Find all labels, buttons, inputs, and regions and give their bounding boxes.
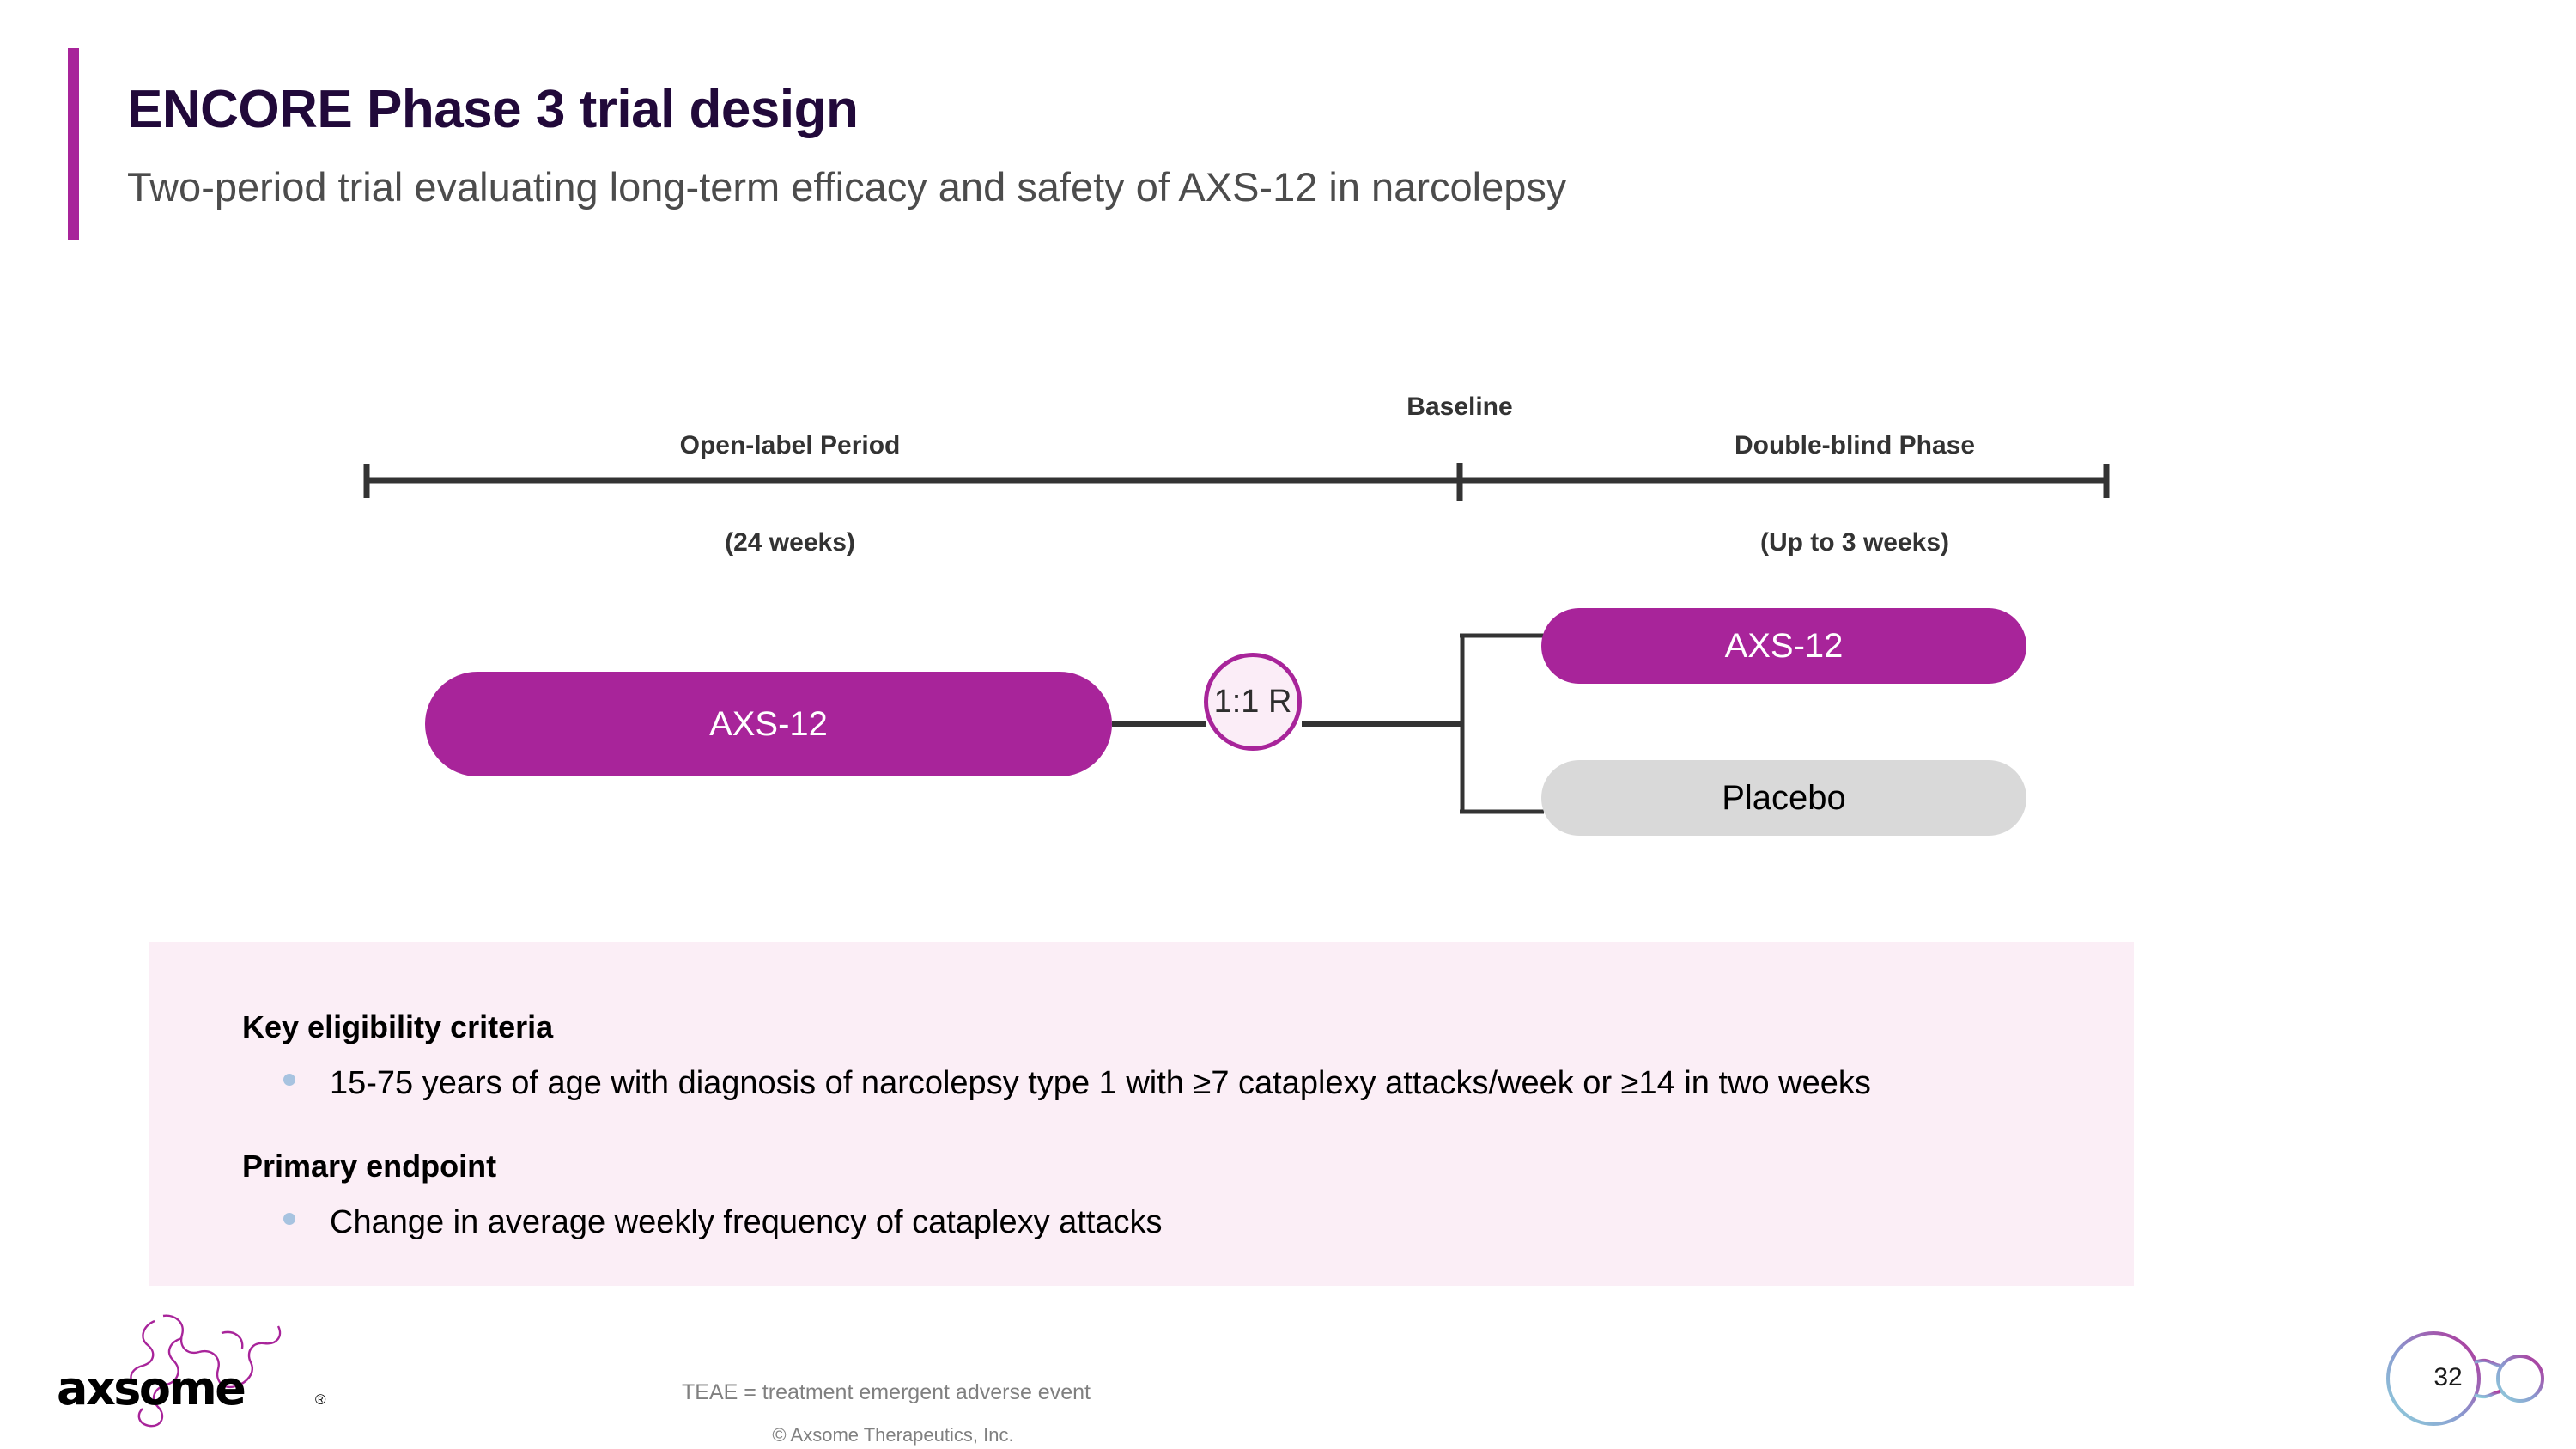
timeline-label-baseline: Baseline xyxy=(1406,393,1513,421)
double-blind-phase-duration: (Up to 3 weeks) xyxy=(1759,527,1950,557)
axsome-logo-wordmark: axsome xyxy=(57,1361,246,1416)
key-info-box xyxy=(149,942,2134,1286)
page-title: ENCORE Phase 3 trial design xyxy=(127,80,859,139)
double-blind-phase-name: Double-blind Phase xyxy=(1734,431,1976,460)
abbreviation-note: TEAE = treatment emergent adverse event xyxy=(682,1380,1091,1404)
key-eligibility-bullet: 15-75 years of age with diagnosis of nar… xyxy=(283,1065,1871,1102)
page-number-badge xyxy=(2386,1331,2544,1426)
open-label-period-name: Open-label Period xyxy=(679,431,901,460)
placebo-arm-label: Placebo xyxy=(1722,778,1846,817)
key-eligibility-bullet-text: 15-75 years of age with diagnosis of nar… xyxy=(330,1065,1871,1101)
timeline-label-open-label-period: Open-label Period (24 weeks) xyxy=(550,365,1030,623)
primary-endpoint-heading: Primary endpoint xyxy=(242,1148,497,1184)
copyright-note: © Axsome Therapeutics, Inc. xyxy=(772,1424,1014,1446)
logo-squiggle-icon xyxy=(130,1314,282,1428)
page-number: 32 xyxy=(2433,1363,2463,1391)
bullet-dot-icon xyxy=(283,1074,295,1086)
page-subtitle: Two-period trial evaluating long-term ef… xyxy=(127,164,1567,210)
open-label-arm-label: AXS-12 xyxy=(709,704,828,743)
primary-endpoint-bullet: Change in average weekly frequency of ca… xyxy=(283,1204,1163,1241)
open-label-arm-pill[interactable]: AXS-12 xyxy=(425,672,1112,776)
axsome-logo: axsome ® xyxy=(53,1312,345,1433)
randomization-node[interactable]: 1:1 R xyxy=(1204,653,1302,751)
registered-trademark-icon: ® xyxy=(315,1391,326,1408)
treatment-arm-pill[interactable]: AXS-12 xyxy=(1541,608,2026,684)
key-eligibility-heading: Key eligibility criteria xyxy=(242,1009,554,1044)
title-accent-bar xyxy=(68,48,79,240)
primary-endpoint-bullet-text: Change in average weekly frequency of ca… xyxy=(330,1204,1163,1240)
open-label-period-duration: (24 weeks) xyxy=(725,527,855,557)
bullet-dot-icon xyxy=(283,1213,295,1225)
placebo-arm-pill[interactable]: Placebo xyxy=(1541,760,2026,836)
timeline-label-double-blind-phase: Double-blind Phase (Up to 3 weeks) xyxy=(1614,365,2095,623)
treatment-arm-label: AXS-12 xyxy=(1724,626,1844,665)
randomization-label: 1:1 R xyxy=(1213,683,1292,720)
